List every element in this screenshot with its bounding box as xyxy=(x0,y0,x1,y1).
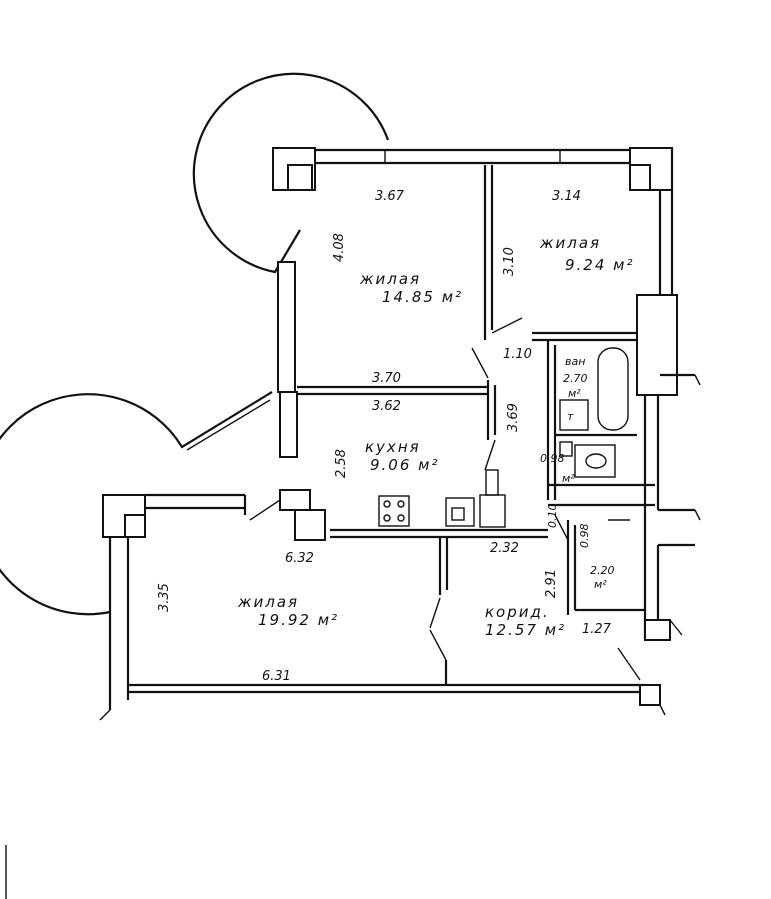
dim-6-31: 6.31 xyxy=(262,669,291,684)
interior-walls: т xyxy=(297,165,655,681)
room-unit-closet: м² xyxy=(594,578,607,591)
dim-3-10: 3.10 xyxy=(502,247,517,276)
dim-1-27: 1.27 xyxy=(582,622,612,637)
dim-2-91: 2.91 xyxy=(544,569,559,598)
room-name-kitchen: кухня xyxy=(365,438,421,456)
right-exterior-wall xyxy=(636,148,701,641)
kitchen-fixtures xyxy=(330,469,548,539)
room-area-bath: 2.70 xyxy=(563,372,588,385)
dim-3-14: 3.14 xyxy=(552,189,581,204)
room-labels: жилая 14.85 м² жилая 9.24 м² кухня 9.06 … xyxy=(237,234,635,639)
top-exterior-wall xyxy=(272,147,673,191)
dim-3-70: 3.70 xyxy=(372,371,401,386)
balcony-bottom-arc-inner xyxy=(186,399,271,451)
room-area-closet: 2.20 xyxy=(590,564,615,577)
dimension-labels: 3.67 3.14 4.08 3.10 1.10 3.70 3.62 3.69 … xyxy=(157,189,612,684)
room-area-living-top-right: 9.24 м² xyxy=(565,256,635,274)
room-name-living-bottom: жилая xyxy=(237,593,299,611)
room-name-bath: ван xyxy=(565,355,585,368)
balcony-bottom-arc xyxy=(0,391,273,616)
dim-3-62: 3.62 xyxy=(372,399,401,414)
room-area-living-top-left: 14.85 м² xyxy=(382,288,463,306)
room-name-corridor: корид. xyxy=(485,603,550,621)
dim-3-35: 3.35 xyxy=(157,583,172,612)
dim-1-10: 1.10 xyxy=(503,347,532,362)
room-area-wc: 0.98 xyxy=(540,452,565,465)
room-area-living-bottom: 19.92 м² xyxy=(258,611,339,629)
room-name-living-top-right: жилая xyxy=(539,234,601,252)
dim-2-58: 2.58 xyxy=(334,449,349,478)
dim-6-32: 6.32 xyxy=(285,551,314,566)
svg-text:т: т xyxy=(567,410,574,423)
bottom-left-walls xyxy=(99,489,666,721)
room-area-corridor: 12.57 м² xyxy=(485,621,566,639)
balcony-top-arc xyxy=(192,72,390,274)
left-top-wall xyxy=(277,261,298,458)
room-area-kitchen: 9.06 м² xyxy=(370,456,440,474)
dim-3-67: 3.67 xyxy=(375,189,405,204)
room-name-living-top-left: жилая xyxy=(359,270,421,288)
room-unit-wc: м² xyxy=(562,472,575,485)
dim-4-08: 4.08 xyxy=(332,233,347,262)
room-unit-bath: м² xyxy=(568,387,581,400)
dim-2-32: 2.32 xyxy=(490,541,519,556)
dim-0-98: 0.98 xyxy=(578,524,591,549)
dim-0-10: 0.10 xyxy=(546,504,559,529)
dim-3-69: 3.69 xyxy=(506,403,521,432)
